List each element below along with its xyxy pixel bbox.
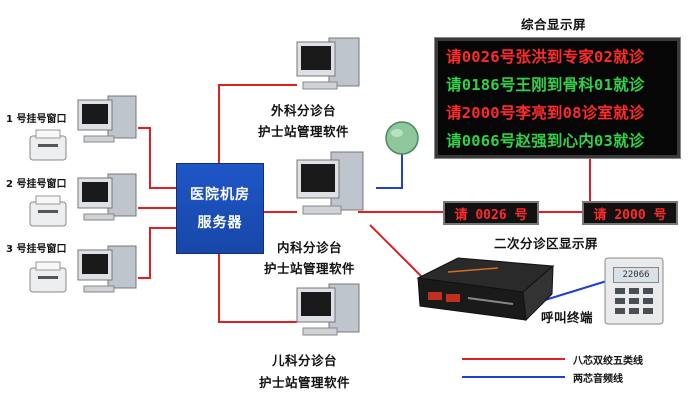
pediatrics-station-label: 儿科分诊台 [272,353,338,368]
registration-window-3-label: 3 号挂号窗口 [6,244,67,255]
registration-window-2-label: 2 号挂号窗口 [6,179,67,190]
legend-audio-label: 两芯音频线 [573,374,623,385]
legend-cat5-label: 八芯双绞五类线 [573,356,643,367]
computer-icon [77,95,137,143]
led-line-3: 请2000号李亮到08诊室就诊 [446,104,645,122]
link-server-window3 [138,227,176,279]
led-line-2: 请0186号王刚到骨科01就诊 [446,76,645,94]
server-label-line2: 服务器 [197,214,243,231]
led-line-4: 请0066号赵强到心内03就诊 [446,132,645,150]
led-line-1: 请0026号张洪到专家02就诊 [446,48,645,66]
speaker-icon [385,121,419,155]
keypad-lcd: 22066 [613,267,659,283]
secondary-display-title: 二次分诊区显示屏 [494,236,599,251]
link-server-window1 [138,127,176,189]
main-display-board: 请0026号张洪到专家02就诊 请0186号王刚到骨科01就诊 请2000号李亮… [435,38,680,158]
link-server-surgery [218,84,297,163]
server-label-line1: 医院机房 [190,186,250,203]
link-server-pediatrics [218,252,297,323]
computer-icon [77,173,137,221]
hospital-server: 医院机房 服务器 [176,163,264,254]
secondary-display-left: 请 0026 号 [443,201,539,225]
link-terminal-keypad [544,279,611,301]
call-terminal-device [416,257,555,322]
computer-icon [296,37,360,90]
main-display-title: 综合显示屏 [521,17,587,32]
printer-icon [29,261,67,293]
printer-icon [29,129,67,161]
registration-window-1-label: 1 号挂号窗口 [6,114,67,125]
secondary-display-right: 请 2000 号 [582,201,678,225]
printer-icon [29,195,67,227]
computer-icon [296,151,364,215]
internal-station-software: 护士站管理软件 [264,261,356,276]
computer-icon [77,245,137,293]
surgery-station-label: 外科分诊台 [271,103,337,118]
surgery-station-software: 护士站管理软件 [258,124,350,139]
internal-station-label: 内科分诊台 [277,240,343,255]
computer-icon [296,283,360,336]
link-internal-terminal [369,224,426,281]
link-speaker [376,148,403,189]
pediatrics-station-software: 护士站管理软件 [259,375,351,390]
call-terminal-label: 呼叫终端 [541,310,594,325]
